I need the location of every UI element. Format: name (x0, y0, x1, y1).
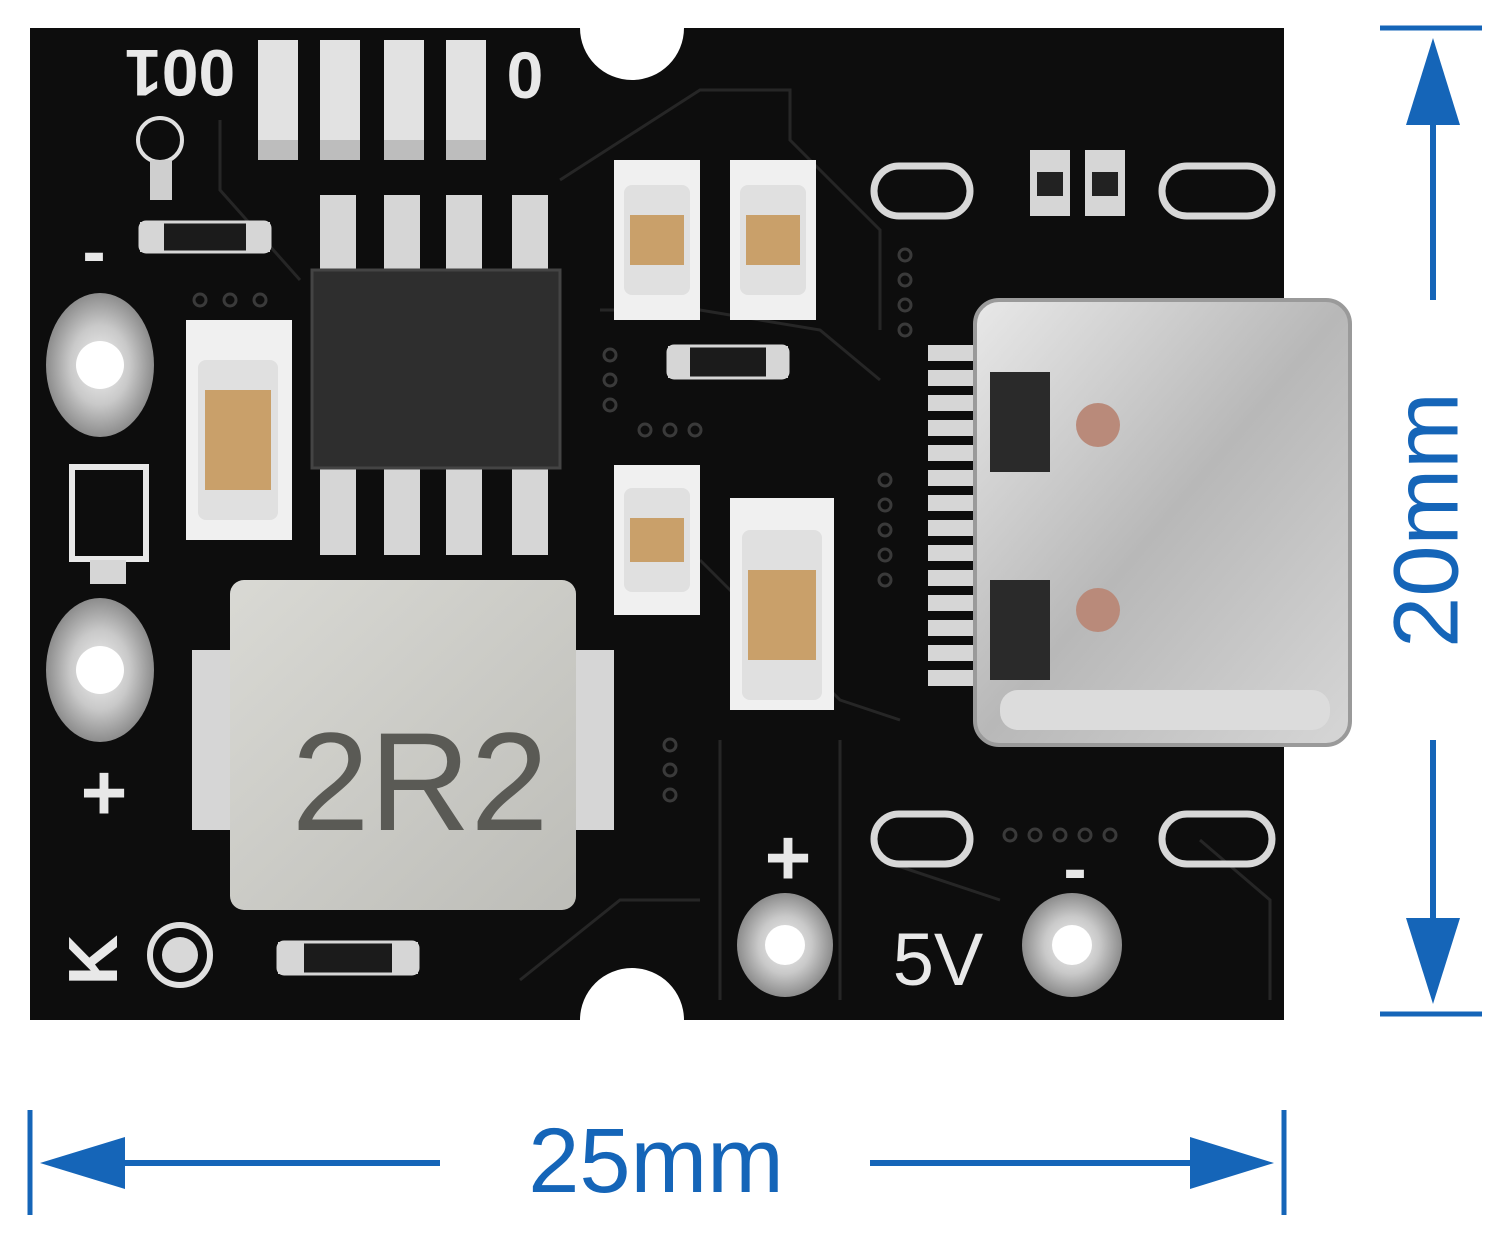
inductor: 2R2 (192, 580, 614, 910)
silkscreen-top-left-digits: 001 (125, 36, 235, 110)
connector-mount-slots (870, 162, 1276, 868)
inductor-code: 2R2 (292, 703, 549, 860)
resistor-mid (666, 344, 790, 380)
silkscreen-plus-left: + (81, 748, 128, 837)
diode-outline (69, 464, 149, 562)
via-holes (192, 247, 1118, 843)
capacitor-mid-3 (614, 465, 700, 615)
small-resistor-bottom (276, 940, 420, 976)
silkscreen-k-mark: K (54, 935, 132, 986)
ic-chip (310, 195, 562, 555)
usb-c-connector (973, 298, 1352, 747)
capacitor-left (186, 320, 292, 540)
silkscreen-plus-out: + (765, 813, 812, 902)
width-dimension (27, 1110, 1287, 1215)
connector-pins (928, 345, 978, 686)
output-plus-pad (737, 893, 833, 997)
led-body (150, 160, 172, 200)
silkscreen-minus-out: - (1063, 829, 1086, 907)
resistor-array (258, 40, 486, 160)
battery-plus-pad (46, 598, 154, 742)
capacitor-mid-4 (730, 498, 834, 710)
capacitor-mid-2 (730, 160, 816, 320)
height-dimension (1380, 25, 1482, 1017)
width-label: 25mm (528, 1110, 784, 1212)
k-test-pad (147, 922, 213, 988)
height-label: 20mm (1375, 392, 1477, 648)
silkscreen-five-v: 5V (893, 918, 984, 1001)
led-pair (1030, 150, 1125, 216)
output-minus-pad (1022, 893, 1122, 997)
battery-minus-pad (46, 293, 154, 437)
silkscreen-minus-left: - (82, 212, 105, 290)
silkscreen-top-right-digit: 0 (507, 38, 544, 112)
capacitor-mid-1 (614, 160, 700, 320)
